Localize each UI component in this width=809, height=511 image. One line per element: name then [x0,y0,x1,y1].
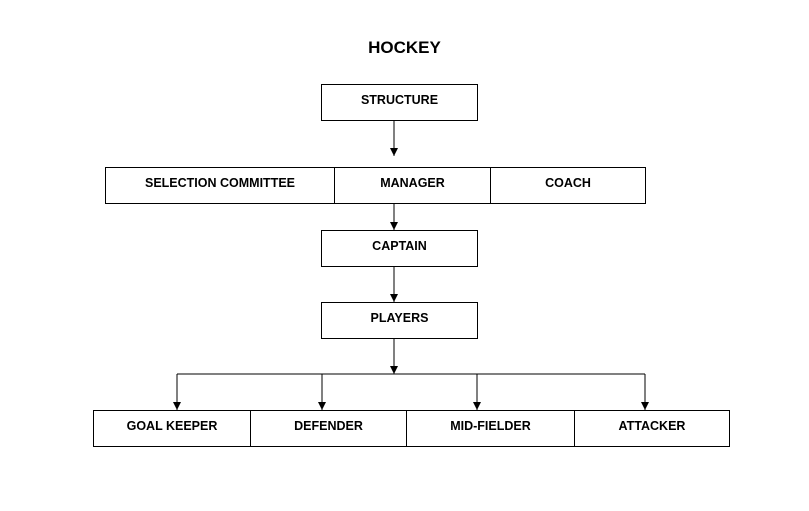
coach-label: COACH [545,176,591,190]
attacker-box: ATTACKER [574,411,729,446]
captain-label: CAPTAIN [372,239,427,253]
structure-label: STRUCTURE [360,93,439,107]
structure-box: STRUCTURE [321,84,478,121]
diagram-title: HOCKEY [368,38,441,57]
goal-keeper-label: GOAL KEEPER [126,419,218,433]
defender-box: DEFENDER [250,411,406,446]
players-label: PLAYERS [370,311,429,325]
positions-row: GOAL KEEPER DEFENDER MID-FIELDER ATTACKE… [93,410,730,447]
selection-committee-label: SELECTION COMMITTEE [145,176,295,190]
mid-fielder-label: MID-FIELDER [450,419,531,433]
manager-box: MANAGER [334,168,490,203]
management-row: SELECTION COMMITTEE MANAGER COACH [105,167,646,204]
mid-fielder-box: MID-FIELDER [406,411,574,446]
captain-box: CAPTAIN [321,230,478,267]
manager-label: MANAGER [380,176,445,190]
defender-label: DEFENDER [294,419,363,433]
players-box: PLAYERS [321,302,478,339]
selection-committee-box: SELECTION COMMITTEE [106,168,334,203]
coach-box: COACH [490,168,645,203]
goal-keeper-box: GOAL KEEPER [94,411,250,446]
attacker-label: ATTACKER [618,419,686,433]
